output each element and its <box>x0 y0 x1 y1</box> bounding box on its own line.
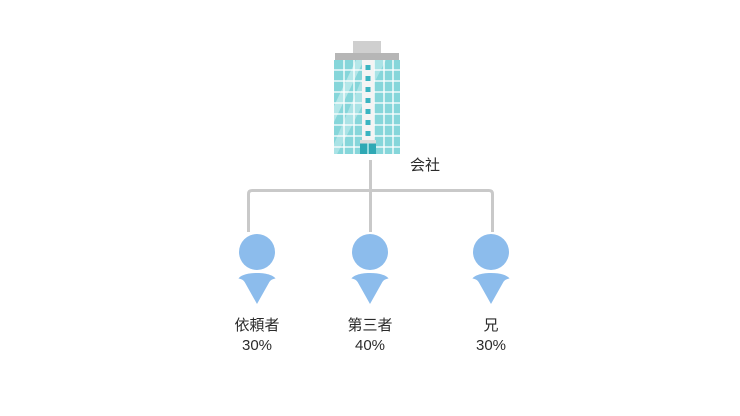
shareholder-name: 第三者 <box>347 317 393 334</box>
person-icon <box>238 234 276 304</box>
shareholder-share: 30% <box>475 337 507 355</box>
shareholder-share: 30% <box>241 337 273 355</box>
shareholder-share: 40% <box>354 337 386 355</box>
shareholder-node: 依頼者 30% <box>197 232 317 357</box>
shareholder-node: 兄 30% <box>431 232 551 357</box>
person-icon <box>351 234 389 304</box>
company-label: 会社 <box>410 157 441 174</box>
shareholder-name: 兄 <box>483 317 499 334</box>
shareholder-name: 依頼者 <box>234 317 280 334</box>
person-icon <box>472 234 510 304</box>
office-building-icon <box>334 41 400 154</box>
shareholder-node: 第三者 40% <box>310 232 430 357</box>
company-node: 会社 <box>330 36 460 173</box>
